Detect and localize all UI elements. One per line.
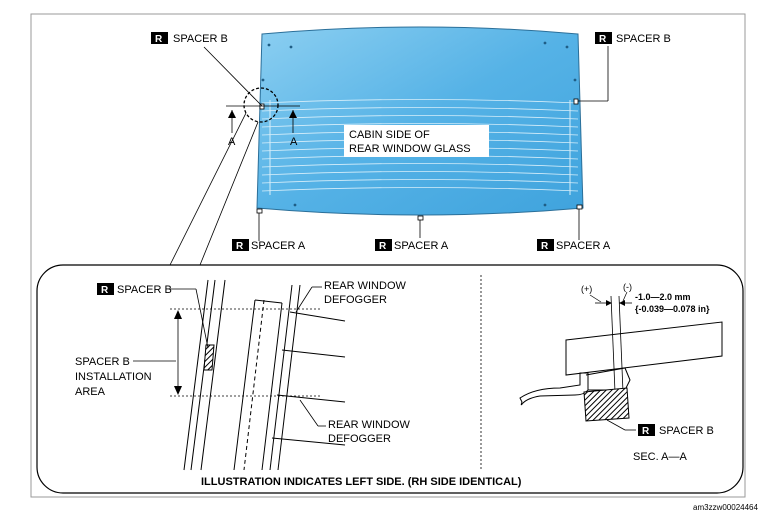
r-badge — [97, 283, 114, 295]
spacer-b-part — [203, 344, 215, 371]
spacer-b-detail-drawing — [170, 279, 346, 471]
spacer-a-center-marker — [417, 215, 424, 221]
spacer-b-right-marker — [573, 98, 579, 105]
outer-frame — [30, 13, 746, 498]
svg-text:R: R — [236, 241, 244, 252]
svg-text:R: R — [541, 241, 549, 252]
spacer-a-left-marker — [256, 208, 263, 214]
dimension-in: {-0.039—0.078 in} — [635, 304, 710, 314]
r-badge — [151, 32, 168, 44]
spacer-b-top-left-label: SPACER B — [173, 33, 228, 45]
section-spacer-b-label: SPACER B — [659, 425, 714, 437]
footer-note: ILLUSTRATION INDICATES LEFT SIDE. (RH SI… — [201, 476, 522, 488]
r-badge — [638, 424, 655, 436]
defogger-top-callout: REAR WINDOW DEFOGGER — [295, 280, 407, 313]
callout-spacer-a-right: R SPACER A — [537, 209, 611, 252]
rear-window-glass — [256, 26, 584, 221]
spacer-b-top-right-label: SPACER B — [616, 33, 671, 45]
spacer-a-right-marker — [576, 204, 583, 210]
detail-panel — [36, 264, 744, 494]
plus-label: (+) — [581, 284, 592, 294]
cabin-side-label-line2: REAR WINDOW GLASS — [349, 143, 471, 155]
image-code: am3zzw00024464 — [693, 503, 758, 512]
detail-callout-circle — [243, 87, 279, 123]
callout-spacer-a-center: R SPACER A — [375, 220, 449, 252]
install-area-line1: SPACER B — [75, 356, 130, 368]
section-a-a-drawing — [519, 295, 723, 406]
dimension-mm: -1.0—2.0 mm — [635, 292, 691, 302]
spacer-b-left-marker — [259, 103, 265, 110]
section-spacer-b-part — [583, 387, 630, 422]
cabin-side-label-line1: CABIN SIDE OF — [349, 129, 430, 141]
svg-text:R: R — [599, 34, 607, 45]
defogger-bottom-line1: REAR WINDOW — [328, 419, 411, 431]
r-badge — [232, 239, 249, 251]
svg-text:R: R — [642, 426, 650, 437]
detail-spacer-b-label: SPACER B — [117, 284, 172, 296]
install-area-callout: SPACER B INSTALLATION AREA — [75, 356, 176, 398]
r-badge — [595, 32, 612, 44]
svg-text:R: R — [101, 285, 109, 296]
callout-spacer-b-top-left: R SPACER B — [151, 32, 263, 107]
section-a-right-label: A — [290, 136, 298, 148]
section-title: SEC. A—A — [633, 451, 687, 463]
section-spacer-b-callout: R SPACER B — [606, 419, 714, 437]
r-badge — [375, 239, 392, 251]
minus-label: (-) — [623, 282, 632, 292]
defogger-lines — [261, 99, 579, 192]
svg-text:R: R — [379, 241, 387, 252]
defogger-top-line2: DEFOGGER — [324, 294, 387, 306]
detail-spacer-b-callout: R SPACER B — [97, 283, 209, 349]
install-area-line3: AREA — [75, 386, 106, 398]
defogger-bottom-callout: REAR WINDOW DEFOGGER — [299, 399, 411, 445]
defogger-top-line1: REAR WINDOW — [324, 280, 407, 292]
callout-spacer-a-left: R SPACER A — [232, 213, 306, 252]
r-badge — [537, 239, 554, 251]
section-a-left-label: A — [228, 136, 236, 148]
spacer-a-left-label: SPACER A — [251, 240, 306, 252]
svg-text:R: R — [155, 34, 163, 45]
cabin-side-label-box — [344, 125, 489, 157]
defogger-bottom-line2: DEFOGGER — [328, 433, 391, 445]
spacer-a-right-label: SPACER A — [556, 240, 611, 252]
spacer-a-center-label: SPACER A — [394, 240, 449, 252]
callout-spacer-b-top-right: R SPACER B — [578, 32, 671, 102]
install-area-line2: INSTALLATION — [75, 371, 152, 383]
